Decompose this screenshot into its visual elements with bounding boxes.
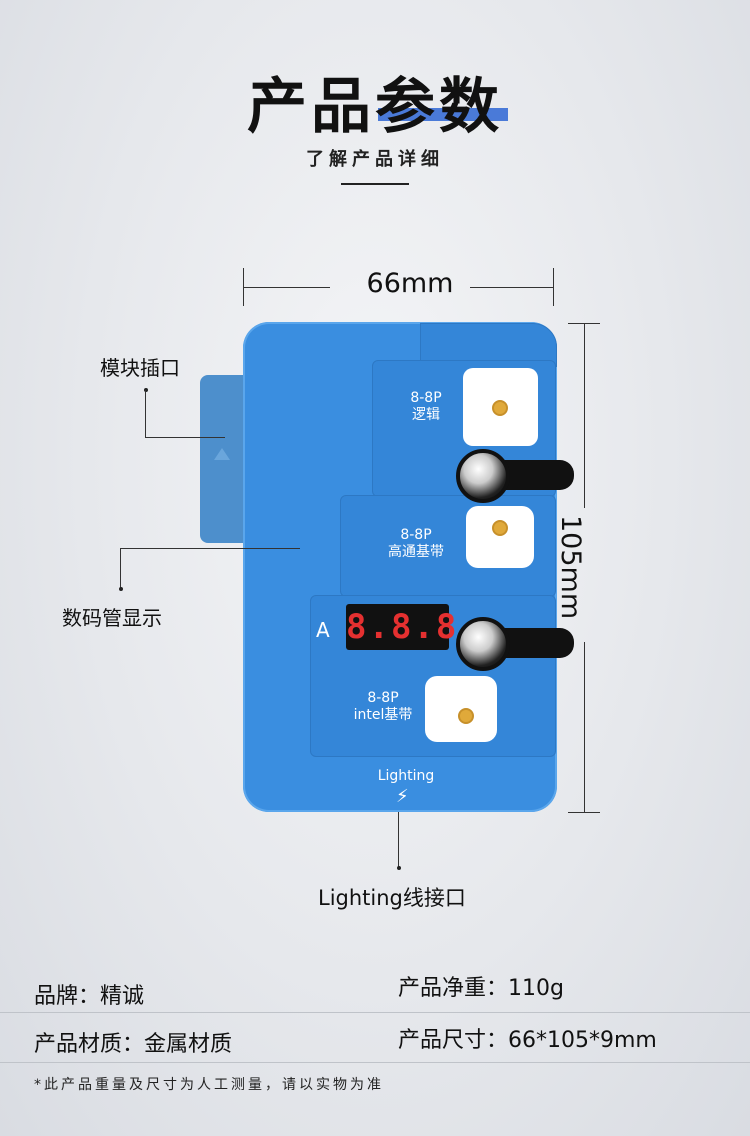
width-line-right — [470, 287, 553, 288]
socket-3-label-line2: intel基带 — [353, 707, 413, 723]
socket-1-label: 8-8P 逻辑 — [393, 390, 459, 424]
lightning-label: Lighting — [377, 768, 435, 784]
height-line-bottom — [584, 642, 585, 812]
module-slot-callout-line-h — [145, 437, 225, 438]
lightning-port-callout: Lighting线接口 — [318, 886, 466, 910]
socket-2 — [466, 506, 534, 568]
width-tick-right — [553, 268, 554, 306]
socket-2-label-line2: 高通基带 — [388, 544, 444, 560]
socket-1-label-line1: 8-8P — [410, 390, 442, 406]
lightning-callout-line — [398, 812, 399, 868]
lightning-callout-dot — [397, 866, 401, 870]
module-slot-callout-line-v — [145, 390, 146, 438]
page-subtitle: 了解产品详细 — [306, 149, 444, 170]
page-title: 产品参数 — [247, 72, 503, 142]
socket-2-pin — [492, 520, 508, 536]
socket-2-label: 8-8P 高通基带 — [376, 527, 456, 561]
clamp-knob-1[interactable] — [456, 449, 510, 503]
subtitle-divider — [341, 183, 409, 185]
socket-2-label-line1: 8-8P — [400, 527, 432, 543]
board-top-recess — [420, 323, 557, 367]
spec-divider-2 — [0, 1062, 750, 1063]
spec-brand: 品牌：精诚 — [34, 984, 145, 1009]
socket-3-pin — [458, 708, 474, 724]
display-callout-dot — [119, 587, 123, 591]
spec-size: 产品尺寸：66*105*9mm — [398, 1028, 657, 1053]
height-tick-bottom — [568, 812, 600, 813]
measurement-note: *此产品重量及尺寸为人工测量，请以实物为准 — [34, 1077, 384, 1093]
socket-3-label-line1: 8-8P — [367, 690, 399, 706]
display-callout-line-v — [120, 548, 121, 588]
height-dimension-label: 105mm — [555, 515, 586, 620]
display-callout-line-h — [120, 548, 300, 549]
clamp-knob-2[interactable] — [456, 617, 510, 671]
spec-weight: 产品净重：110g — [398, 976, 564, 1001]
socket-1-pin — [492, 400, 508, 416]
display-channel-letter: A — [316, 618, 330, 642]
spec-material: 产品材质：金属材质 — [34, 1032, 233, 1057]
width-dimension-label: 66mm — [366, 268, 454, 299]
module-slot-callout-dot — [144, 388, 148, 392]
spec-divider-1 — [0, 1012, 750, 1013]
module-slot-arrow-icon — [214, 448, 230, 460]
display-callout: 数码管显示 — [62, 606, 162, 630]
seven-segment-display: 8.8.8. — [346, 604, 479, 650]
socket-1-label-line2: 逻辑 — [412, 407, 440, 423]
socket-3-label: 8-8P intel基带 — [345, 690, 421, 724]
height-line-top — [584, 323, 585, 508]
width-line-left — [243, 287, 330, 288]
module-slot-callout: 模块插口 — [100, 356, 180, 380]
title-underline-accent — [378, 108, 508, 121]
lightning-bolt-icon: ⚡ — [396, 786, 409, 807]
